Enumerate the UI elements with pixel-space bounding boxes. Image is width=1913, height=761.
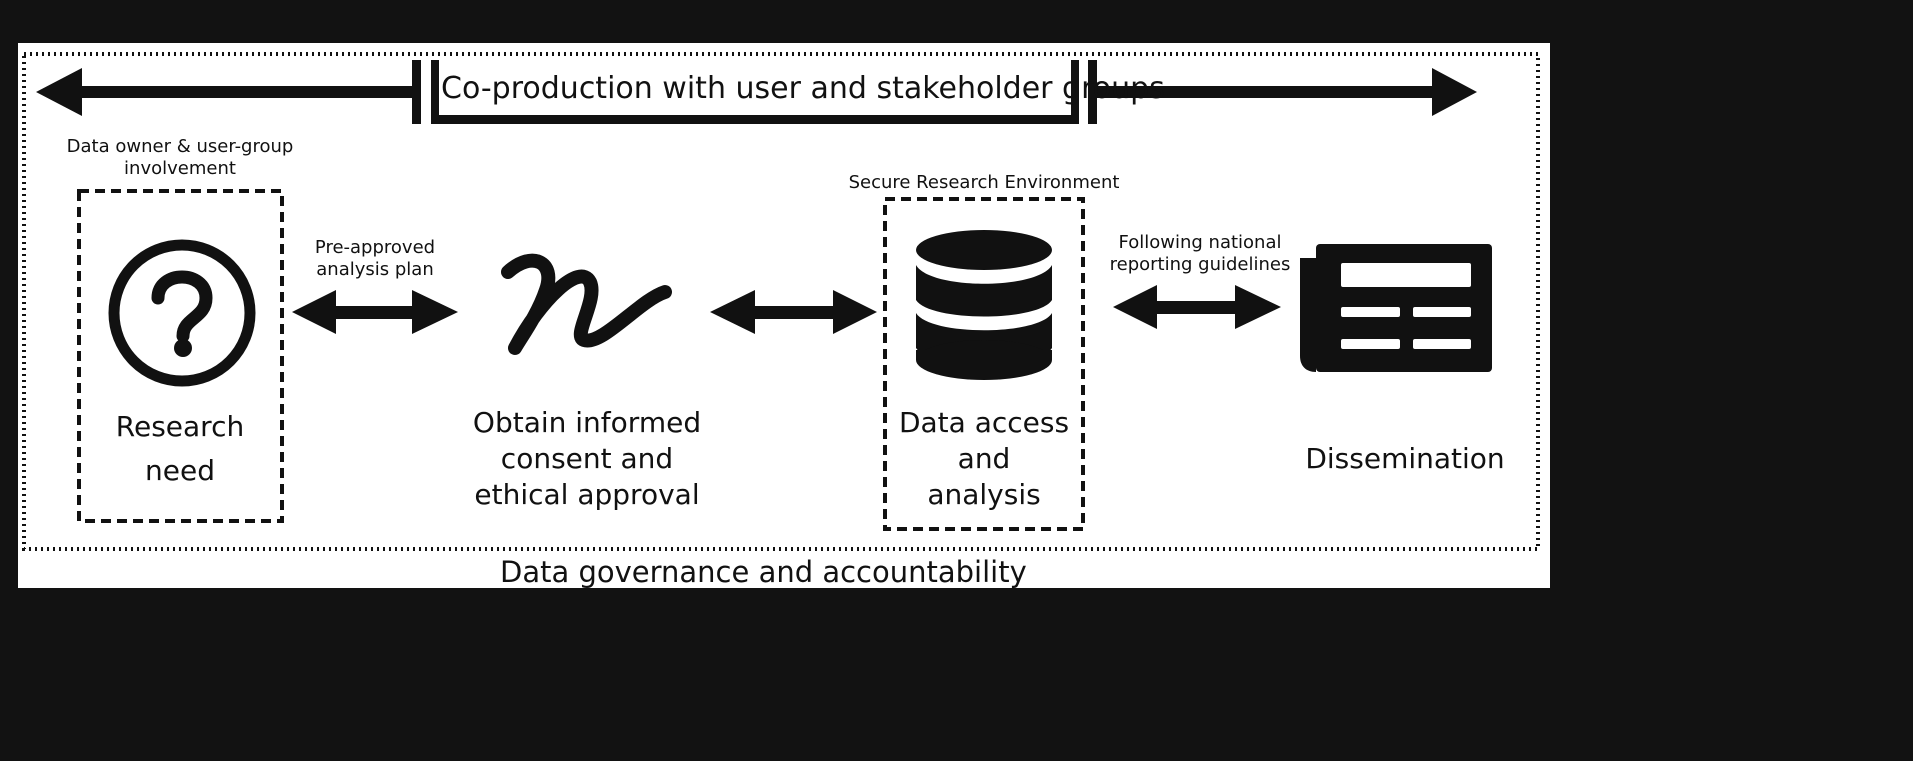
coproduction-label: Co-production with user and stakeholder … — [441, 71, 1165, 106]
research-need-caption: Data owner & user-group involvement — [60, 136, 300, 180]
consent-approval-label-line3: ethical approval — [474, 478, 700, 511]
research-need-box — [77, 189, 284, 523]
data-access-label-line2: and — [957, 442, 1011, 475]
consent-approval-label-line1: Obtain informed — [472, 406, 702, 439]
research-need-label: Research need — [80, 405, 280, 493]
research-need-caption-line1: Data owner & user-group — [66, 136, 294, 157]
connector-3-label: Following national reporting guidelines — [1100, 232, 1300, 276]
connector-1-label-line2: analysis plan — [316, 259, 434, 280]
coproduction-arrow-right — [1088, 60, 1477, 124]
governance-label: Data governance and accountability — [500, 555, 1027, 589]
secure-environment-box — [883, 197, 1085, 531]
connector-1-label: Pre-approved analysis plan — [290, 237, 460, 281]
secure-environment-caption: Secure Research Environment — [848, 172, 1120, 193]
newspaper-icon — [1300, 244, 1492, 372]
double-arrow-2 — [710, 290, 877, 334]
database-icon — [916, 230, 1052, 380]
governance-border — [22, 52, 1540, 551]
data-access-label: Data access and analysis — [886, 405, 1082, 513]
data-access-label-line1: Data access — [898, 406, 1070, 439]
connector-3-label-line2: reporting guidelines — [1109, 254, 1291, 275]
double-arrow-3 — [1113, 285, 1281, 329]
research-need-caption-line2: involvement — [124, 158, 236, 179]
dissemination-label: Dissemination — [1305, 442, 1505, 475]
question-circle-icon — [108, 239, 256, 387]
consent-approval-label-line2: consent and — [500, 442, 674, 475]
consent-approval-label: Obtain informed consent and ethical appr… — [447, 405, 727, 513]
research-need-label-line1: Research — [115, 410, 245, 443]
data-access-label-line3: analysis — [927, 478, 1041, 511]
coproduction-bracket — [431, 60, 1079, 124]
signature-icon — [501, 253, 672, 355]
connector-1-label-line1: Pre-approved — [314, 237, 436, 258]
connector-3-label-line1: Following national — [1118, 232, 1282, 253]
coproduction-arrow-left — [36, 60, 421, 124]
double-arrow-1 — [292, 290, 458, 334]
research-need-label-line2: need — [145, 454, 215, 487]
